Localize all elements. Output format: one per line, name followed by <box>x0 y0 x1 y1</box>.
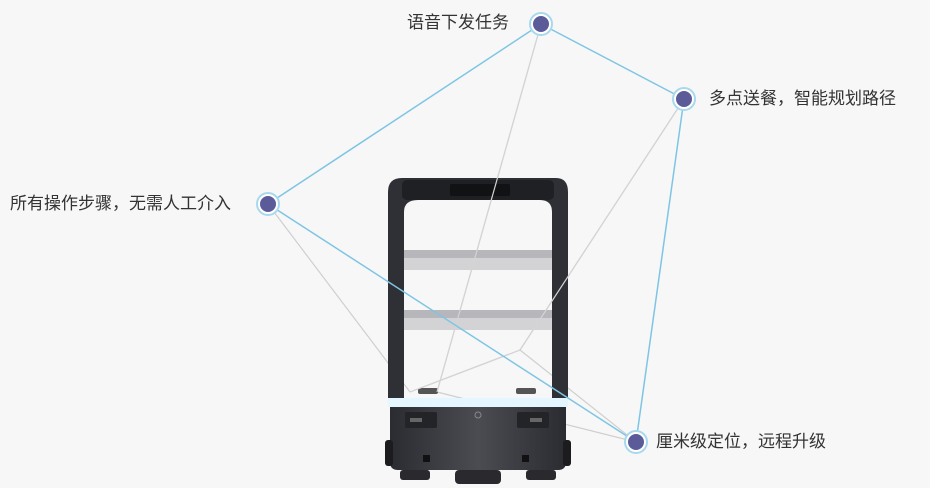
blue-line-top-right <box>540 23 685 100</box>
node-bottom <box>624 430 648 454</box>
gray-line <box>436 23 542 393</box>
tray-upper-shadow <box>404 258 552 270</box>
nodes <box>256 12 696 454</box>
tray-rest-right <box>516 388 536 394</box>
gray-line <box>519 98 685 351</box>
gray-line <box>409 349 521 393</box>
robot-frame <box>388 178 568 398</box>
gray-line <box>519 349 637 443</box>
tray-middle <box>404 310 552 318</box>
robot-port-right <box>522 455 529 462</box>
feature-label-cm-positioning: 厘米级定位，远程升级 <box>656 432 826 452</box>
blue-connector-lines <box>267 23 685 443</box>
blue-line-left-top <box>267 23 542 205</box>
robot-power-button <box>474 411 482 419</box>
robot-sensor-right <box>530 418 542 422</box>
gray-overlay-lines <box>409 23 685 393</box>
robot-sensor-left <box>410 418 422 422</box>
gray-connector-lines <box>267 23 685 443</box>
node-right <box>672 87 696 111</box>
robot-top-slot <box>450 184 510 196</box>
robot-port-left <box>423 455 430 462</box>
robot-foot-left <box>400 470 430 480</box>
tray-upper <box>404 250 552 258</box>
robot-wheel-right <box>563 440 571 466</box>
node-left <box>256 192 280 216</box>
robot-illustration <box>385 178 571 484</box>
robot-foot-center <box>455 470 501 484</box>
blue-line-right-bottom <box>635 98 685 443</box>
feature-label-multi-point-delivery: 多点送餐，智能规划路径 <box>709 89 896 109</box>
feature-label-voice-task: 语音下发任务 <box>407 13 509 33</box>
blue-line-left-bottom <box>267 203 637 443</box>
robot-light-strip <box>388 398 568 407</box>
gray-line <box>267 203 411 393</box>
robot-foot-right <box>526 470 556 480</box>
tray-middle-shadow <box>404 318 552 330</box>
tray-rest-left <box>418 388 438 394</box>
feature-label-no-manual-steps: 所有操作步骤，无需人工介入 <box>10 194 231 214</box>
robot-wheel-left <box>385 440 393 466</box>
node-top <box>529 12 553 36</box>
